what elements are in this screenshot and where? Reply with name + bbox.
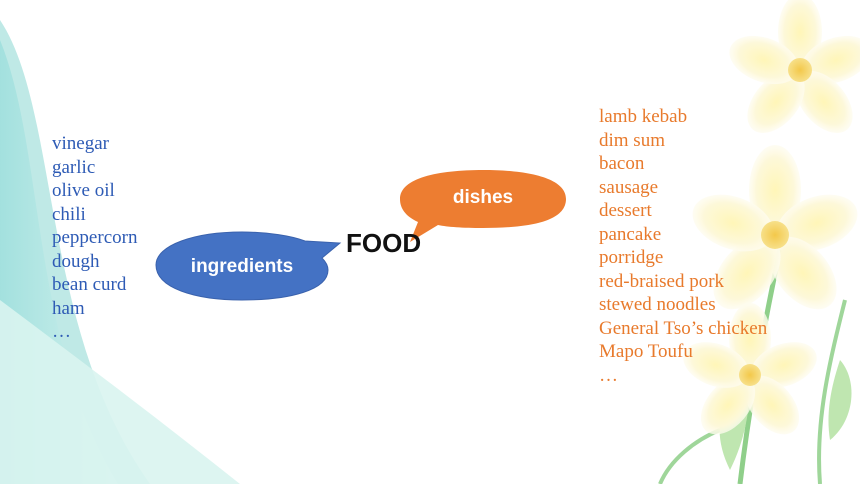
list-item: peppercorn	[52, 227, 138, 248]
list-item: pancake	[599, 223, 662, 245]
dishes-list: lamb kebab dim sum bacon sausage dessert…	[599, 105, 767, 387]
dishes-bubble	[400, 170, 566, 242]
list-item: bean curd	[52, 274, 127, 295]
list-item: bacon	[599, 153, 645, 174]
list-item: dough	[52, 250, 100, 272]
list-item: …	[599, 364, 618, 386]
list-item: dim sum	[599, 129, 665, 151]
list-item: chili	[52, 203, 86, 225]
ingredients-bubble	[155, 231, 342, 301]
flower-decoration	[658, 0, 860, 484]
list-item: Mapo Toufu	[599, 341, 693, 362]
list-item: General Tso’s chicken	[599, 317, 768, 339]
list-item: dessert	[599, 200, 652, 221]
list-item: sausage	[599, 176, 659, 198]
list-item: stewed noodles	[599, 294, 716, 315]
dishes-bubble-label: dishes	[452, 187, 514, 208]
list-item: olive oil	[52, 180, 115, 201]
list-item: garlic	[52, 156, 96, 178]
list-item: porridge	[599, 247, 664, 268]
list-item: vinegar	[52, 133, 109, 154]
ingredients-bubble-label: ingredients	[190, 256, 294, 277]
page-title: FOOD	[346, 228, 422, 258]
list-item: …	[52, 321, 71, 342]
ingredients-list: vinegar garlic olive oil chili peppercor…	[52, 132, 137, 344]
list-item: ham	[52, 297, 85, 319]
list-item: lamb kebab	[599, 106, 688, 127]
list-item: red-braised pork	[599, 270, 725, 292]
